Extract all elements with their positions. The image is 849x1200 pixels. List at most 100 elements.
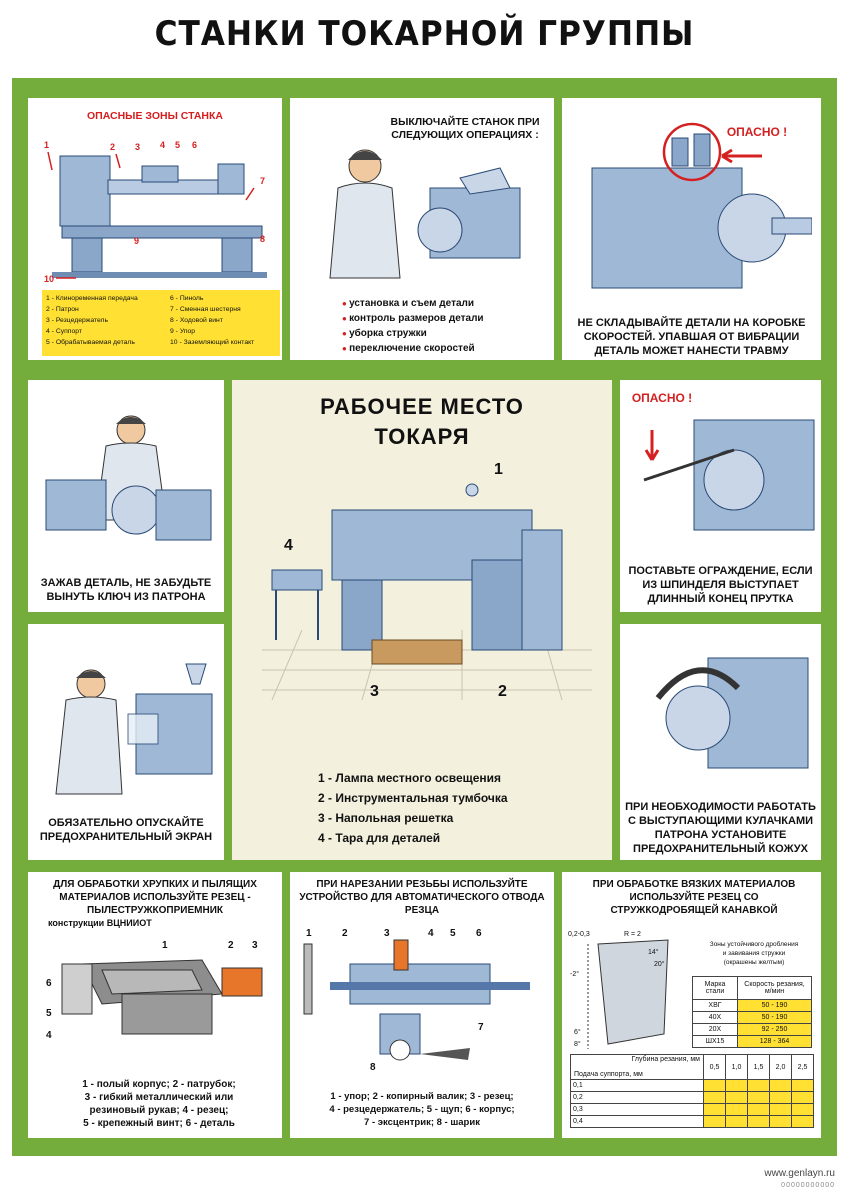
steel-grade: 40Х	[692, 1011, 738, 1024]
zone-note-line: Зоны устойчивого дробления	[709, 941, 799, 948]
dust-cutter-diagram: 1 2 3 4 5 6	[46, 940, 263, 1041]
workplace-marker-3: 3	[370, 683, 379, 700]
workplace-item: 3 - Напольная решетка	[318, 811, 454, 825]
panel-speed-box-warning: ОПАСНО ! НЕ СКЛАДЫВАЙТЕ ДЕТАЛИ НА КОРОБК…	[562, 98, 821, 360]
marker-4: 4	[160, 140, 165, 150]
poster-title: СТАНКИ ТОКАРНОЙ ГРУППЫ	[154, 14, 695, 54]
thread-marker-6: 6	[476, 928, 482, 939]
legend-left-item: 3 - Резцедержатель	[46, 317, 109, 324]
thread-marker-8: 8	[370, 1062, 376, 1073]
danger-badge: ОПАСНО !	[726, 125, 788, 139]
dim-angle-8: 8°	[574, 1040, 581, 1048]
panel-chip-breaker: ПРИ ОБРАБОТКЕ ВЯЗКИХ МАТЕРИАЛОВ ИСПОЛЬЗУ…	[562, 872, 821, 1138]
marker-5: 5	[175, 140, 180, 150]
panel-stop-machine: ВЫКЛЮЧАЙТЕ СТАНОК ПРИ СЛЕДУЮЩИХ ОПЕРАЦИЯ…	[290, 98, 554, 360]
turner-at-lathe-illustration	[329, 149, 521, 279]
thread-cutting-legend: 1 - упор; 2 - копирный валик; 3 - резец;…	[296, 1090, 548, 1129]
dust-cutter-legend-line: 1 - полый корпус; 2 - патрубок;	[82, 1079, 236, 1090]
speed-value: 128 - 364	[737, 1035, 812, 1048]
feed-value: 0,4	[570, 1115, 704, 1128]
thread-marker-4: 4	[428, 928, 434, 939]
workplace-heading: РАБОЧЕЕ МЕСТО ТОКАРЯ	[320, 394, 524, 449]
steel-grade: ХВГ	[692, 999, 738, 1012]
speed-value: 92 - 250	[737, 1023, 812, 1036]
cutter-marker-4: 4	[46, 1030, 52, 1041]
thread-marker-5: 5	[450, 928, 456, 939]
marker-1: 1	[44, 140, 49, 150]
workplace-item: 1 - Лампа местного освещения	[318, 771, 502, 785]
marker-8: 8	[260, 234, 265, 244]
poster-frame: ОПАСНЫЕ ЗОНЫ СТАНКА 1 2 3 4 5 6 7 8 9 10	[12, 78, 837, 1156]
marker-3: 3	[135, 142, 140, 152]
legend-right-item: 8 - Ходовой винт	[170, 317, 223, 324]
lathe-illustration: 1 2 3 4 5 6 7 8 9 10	[44, 140, 267, 282]
danger-zones-heading: ОПАСНЫЕ ЗОНЫ СТАНКА	[86, 110, 224, 122]
dust-cutter-heading: ДЛЯ ОБРАБОТКИ ХРУПКИХ И ПЫЛЯЩИХ МАТЕРИАЛ…	[53, 879, 257, 916]
cutter-marker-1: 1	[162, 940, 168, 951]
thread-legend-line: 4 - резцедержатель; 5 - щуп; 6 - корпус;	[329, 1104, 515, 1115]
cutter-marker-5: 5	[46, 1008, 52, 1019]
legend-right-item: 10 - Заземляющий контакт	[170, 339, 255, 346]
marker-10: 10	[44, 274, 54, 282]
bar-guard-caption: ПОСТАВЬТЕ ОГРАЖДЕНИЕ, ЕСЛИ ИЗ ШПИНДЕЛЯ В…	[628, 565, 813, 605]
legend-right-item: 9 - Упор	[170, 328, 196, 335]
dust-cutter-legend: 1 - полый корпус; 2 - патрубок; 3 - гибк…	[48, 1078, 270, 1130]
table-row: 0,3	[570, 1103, 814, 1116]
workplace-item: 4 - Тара для деталей	[318, 831, 441, 845]
thread-legend-line: 7 - эксцентрик; 8 - шарик	[364, 1117, 480, 1128]
depth-value: 1,0	[725, 1054, 748, 1080]
marker-9: 9	[134, 236, 139, 246]
table-row: 0,2	[570, 1091, 814, 1104]
workplace-marker-1: 1	[494, 461, 503, 478]
site-link[interactable]: www.genlayn.ru	[764, 1168, 835, 1179]
thread-marker-7: 7	[478, 1022, 484, 1033]
panel-thread-cutting: ПРИ НАРЕЗАНИИ РЕЗЬБЫ ИСПОЛЬЗУЙТЕ УСТРОЙС…	[290, 872, 554, 1138]
dust-cutter-subheading: конструкции ВЦНИИОТ	[48, 918, 152, 928]
stop-machine-heading: ВЫКЛЮЧАЙТЕ СТАНОК ПРИ СЛЕДУЮЩИХ ОПЕРАЦИЯ…	[390, 116, 540, 141]
dust-cutter-legend-line: 3 - гибкий металлический или	[84, 1092, 234, 1103]
thread-marker-2: 2	[342, 928, 348, 939]
depth-value: 1,5	[747, 1054, 770, 1080]
cutter-geometry-diagram: 0,2-0,3 R = 2 14° 20° -2° 6° 8°	[568, 931, 669, 1049]
legend-right-item: 7 - Сменная шестерня	[170, 306, 241, 313]
workplace-marker-2: 2	[498, 683, 507, 700]
stop-operations-list: установка и съем детали контроль размеро…	[342, 296, 484, 356]
depth-value: 2,0	[769, 1054, 792, 1080]
stop-operation-item: уборка стружки	[342, 326, 484, 341]
zone-note: Зоны устойчивого дробления и завивания с…	[690, 940, 818, 967]
feed-depth-corner: Глубина резания, мм Подача суппорта, мм	[570, 1054, 704, 1080]
thread-marker-3: 3	[384, 928, 390, 939]
speed-header-speed: Скорость резания, м/мин	[737, 976, 812, 1000]
dust-cutter-legend-line: 5 - крепежный винт; 6 - деталь	[83, 1118, 235, 1129]
dim-chamfer: 0,2-0,3	[568, 931, 590, 938]
chip-breaker-heading: ПРИ ОБРАБОТКЕ ВЯЗКИХ МАТЕРИАЛОВ ИСПОЛЬЗУ…	[592, 879, 796, 916]
chuck-cover-illustration	[655, 657, 809, 769]
panel-protective-screen: ОБЯЗАТЕЛЬНО ОПУСКАЙТЕ ПРЕДОХРАНИТЕЛЬНЫЙ …	[28, 624, 224, 860]
marker-2: 2	[110, 142, 115, 152]
panel-remove-key: ЗАЖАВ ДЕТАЛЬ, НЕ ЗАБУДЬТЕ ВЫНУТЬ КЛЮЧ ИЗ…	[28, 380, 224, 612]
steel-grade: 20Х	[692, 1023, 738, 1036]
danger-zones-legend: 1 - Клиноременная передача 2 - Патрон 3 …	[42, 290, 280, 356]
marker-7: 7	[260, 176, 265, 186]
thread-marker-1: 1	[306, 928, 312, 939]
turner-with-chuck-key-illustration	[45, 415, 212, 541]
panel-chuck-cover: ПРИ НЕОБХОДИМОСТИ РАБОТАТЬ С ВЫСТУПАЮЩИМ…	[620, 624, 821, 860]
workplace-marker-4: 4	[284, 537, 293, 554]
feed-value: 0,1	[570, 1079, 704, 1092]
legend-right-item: 6 - Пиноль	[170, 295, 204, 302]
table-row: 0,4	[570, 1115, 814, 1128]
marker-6: 6	[192, 140, 197, 150]
feed-value: 0,2	[570, 1091, 704, 1104]
remove-key-caption: ЗАЖАВ ДЕТАЛЬ, НЕ ЗАБУДЬТЕ ВЫНУТЬ КЛЮЧ ИЗ…	[40, 577, 212, 603]
thread-legend-line: 1 - упор; 2 - копирный валик; 3 - резец;	[330, 1091, 514, 1102]
speed-box-caption: НЕ СКЛАДЫВАЙТЕ ДЕТАЛИ НА КОРОБКЕ СКОРОСТ…	[577, 317, 806, 357]
dim-angle-minus2: -2°	[570, 970, 579, 978]
footer-code: 00000000000	[781, 1182, 835, 1189]
protective-screen-caption: ОБЯЗАТЕЛЬНО ОПУСКАЙТЕ ПРЕДОХРАНИТЕЛЬНЫЙ …	[39, 817, 213, 843]
panel-danger-zones: ОПАСНЫЕ ЗОНЫ СТАНКА 1 2 3 4 5 6 7 8 9 10	[28, 98, 282, 360]
thread-cutting-diagram: 1 2 3 4 5 6 7 8	[303, 928, 530, 1073]
